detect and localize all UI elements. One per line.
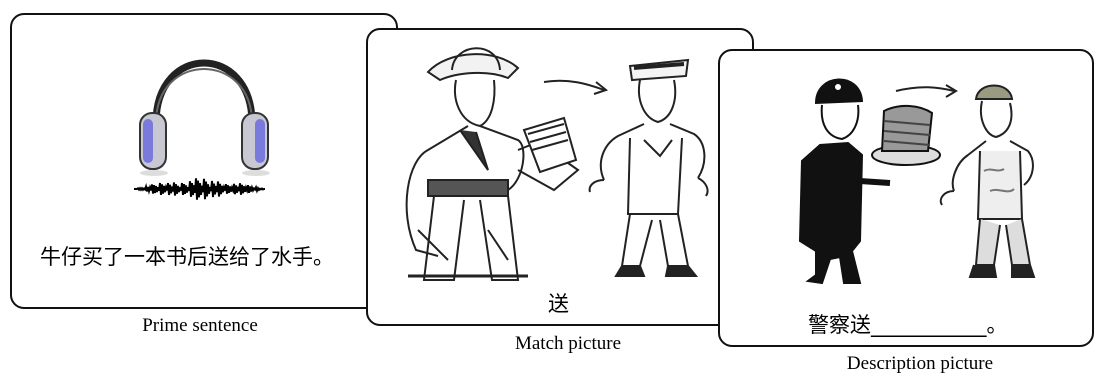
arrow-right-icon	[895, 84, 958, 98]
match-illustration	[405, 47, 709, 281]
match-picture-caption: Match picture	[514, 333, 622, 354]
policeman-figure	[798, 78, 891, 285]
sailor-figure	[588, 58, 709, 277]
top-hat-icon	[871, 105, 941, 166]
waveform-icon	[134, 178, 265, 200]
match-verb-text: 送	[548, 292, 569, 316]
prime-illustration	[134, 59, 270, 200]
headphones-icon	[139, 59, 270, 176]
prime-sentence-text: 牛仔买了一本书后送给了水手。	[40, 245, 334, 269]
description-picture-caption: Description picture	[846, 353, 994, 374]
prime-sentence-card: 牛仔买了一本书后送给了水手。	[10, 13, 398, 309]
description-prompt-text: 警察送___________。	[808, 313, 1008, 337]
cowboy-figure	[405, 47, 580, 281]
match-picture-card: 送	[366, 28, 754, 326]
description-picture-card: 警察送___________。	[718, 49, 1094, 347]
description-illustration	[798, 78, 1036, 285]
prime-sentence-caption: Prime sentence	[142, 315, 258, 336]
soldier-figure	[939, 84, 1036, 278]
arrow-right-icon	[543, 79, 609, 95]
